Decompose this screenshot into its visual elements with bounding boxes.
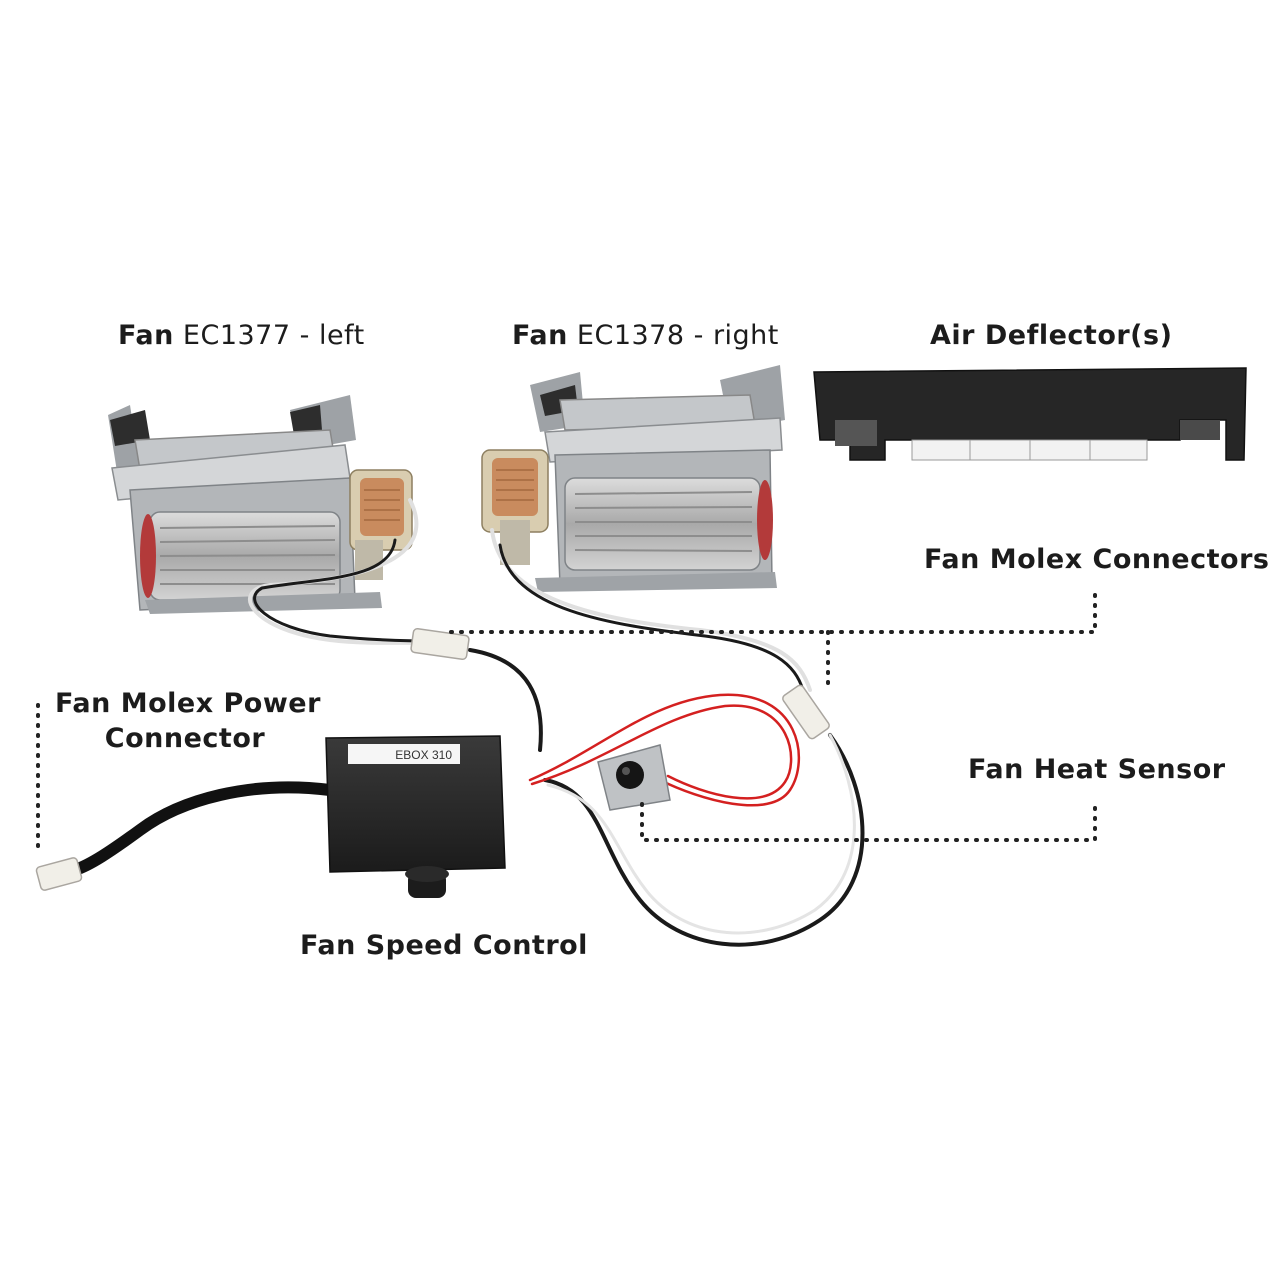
fan-left-image xyxy=(108,395,413,614)
label-heat-sensor-text: Fan Heat Sensor xyxy=(968,754,1226,785)
molex-connector-right xyxy=(782,684,830,740)
label-fan-left-model: EC1377 - left xyxy=(182,320,365,351)
label-fan-right: Fan EC1378 - right xyxy=(512,318,779,353)
label-fan-left: Fan EC1377 - left xyxy=(118,318,365,353)
label-fan-right-model: EC1378 - right xyxy=(576,320,779,351)
speed-control-box: EBOX 310 xyxy=(325,735,506,898)
label-speed-control-text: Fan Speed Control xyxy=(300,930,588,961)
label-speed-control: Fan Speed Control xyxy=(300,928,588,963)
label-air-deflector: Air Deflector(s) xyxy=(930,318,1172,353)
fan-right-image xyxy=(481,365,785,592)
molex-connector-left xyxy=(410,627,470,661)
label-molex-power: Fan Molex Power Connector xyxy=(55,686,320,756)
label-molex-power-line1: Fan Molex Power xyxy=(55,688,321,719)
heat-sensor-image xyxy=(597,744,671,811)
label-fan-right-bold: Fan xyxy=(512,320,568,351)
leader-lines xyxy=(36,593,1097,854)
label-molex-connectors-text: Fan Molex Connectors xyxy=(924,544,1270,575)
label-fan-left-bold: Fan xyxy=(118,320,174,351)
label-molex-power-line2: Connector xyxy=(104,723,266,755)
label-molex-connectors: Fan Molex Connectors xyxy=(924,542,1269,577)
wiring xyxy=(69,498,865,947)
air-deflector-image xyxy=(813,367,1247,461)
ebox-label: EBOX 310 xyxy=(395,748,452,762)
label-air-deflector-text: Air Deflector(s) xyxy=(930,320,1173,351)
label-heat-sensor: Fan Heat Sensor xyxy=(968,752,1226,787)
molex-power-plug xyxy=(35,857,83,891)
